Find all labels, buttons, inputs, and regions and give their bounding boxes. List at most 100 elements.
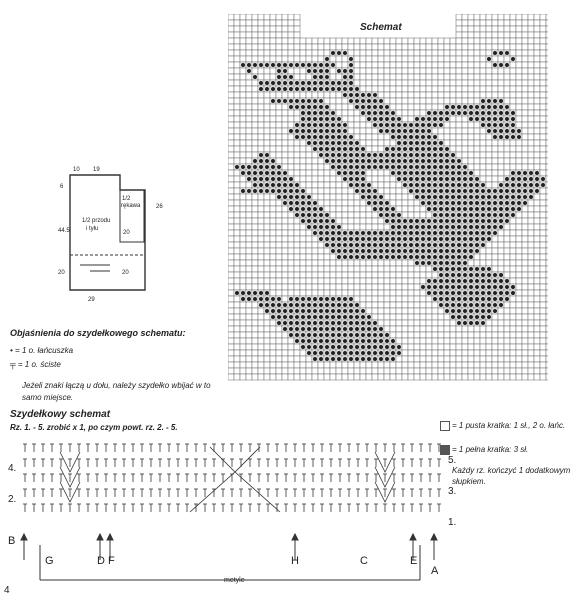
chart-cell	[377, 61, 385, 69]
chart-cell	[503, 301, 511, 309]
filled-cell-dot	[355, 99, 359, 103]
filled-cell-dot	[415, 243, 419, 247]
chart-cell	[455, 55, 463, 63]
filled-cell-dot	[475, 111, 479, 115]
chart-cell	[275, 157, 283, 165]
chart-cell	[353, 277, 361, 285]
filled-cell-dot	[451, 231, 455, 235]
filled-cell-dot	[343, 93, 347, 97]
chart-cell	[485, 139, 493, 147]
filled-cell-dot	[331, 63, 335, 67]
chart-cell	[431, 367, 439, 375]
filled-cell-dot	[265, 183, 269, 187]
filled-cell-dot	[403, 219, 407, 223]
chart-cell	[419, 319, 427, 327]
chart-cell	[251, 253, 259, 261]
filled-cell-dot	[433, 225, 437, 229]
row-label-1: 1.	[448, 517, 457, 528]
filled-cell-dot	[397, 243, 401, 247]
chart-cell	[341, 187, 349, 195]
chart-cell	[479, 133, 487, 141]
chart-cell	[473, 67, 481, 75]
chart-cell	[287, 55, 295, 63]
chart-cell	[443, 343, 451, 351]
chart-cell	[305, 49, 313, 57]
chart-cell	[347, 265, 355, 273]
filled-cell-dot	[457, 111, 461, 115]
chart-cell	[335, 175, 343, 183]
filled-cell-dot	[307, 225, 311, 229]
chart-cell	[257, 91, 265, 99]
chart-cell	[467, 139, 475, 147]
chart-cell	[329, 205, 337, 213]
chart-cell	[545, 61, 553, 69]
chart-cell	[545, 163, 553, 171]
chart-cell	[233, 241, 241, 249]
filled-cell-dot	[325, 357, 329, 361]
filled-cell-dot	[289, 207, 293, 211]
chart-cell	[269, 247, 277, 255]
filled-cell-dot	[349, 141, 353, 145]
chart-cell	[233, 91, 241, 99]
filled-cell-dot	[337, 351, 341, 355]
chart-cell	[377, 85, 385, 93]
chart-cell	[401, 55, 409, 63]
filled-cell-dot	[427, 219, 431, 223]
chart-cell	[461, 97, 469, 105]
filled-cell-dot	[475, 291, 479, 295]
filled-cell-dot	[505, 123, 509, 127]
filled-cell-dot	[361, 321, 365, 325]
filled-cell-dot	[463, 201, 467, 205]
filled-cell-dot	[361, 255, 365, 259]
chart-cell	[383, 361, 391, 369]
chart-cell	[497, 175, 505, 183]
chart-cell	[239, 13, 247, 21]
filled-cell-dot	[307, 81, 311, 85]
filled-cell-dot	[511, 135, 515, 139]
chart-cell	[545, 373, 553, 381]
chart-cell	[233, 109, 241, 117]
chart-cell	[233, 169, 241, 177]
filled-cell-dot	[505, 195, 509, 199]
chart-cell	[401, 361, 409, 369]
chart-cell	[521, 79, 529, 87]
filled-cell-dot	[433, 117, 437, 121]
filled-cell-dot	[319, 231, 323, 235]
chart-cell	[353, 79, 361, 87]
chart-cell	[353, 133, 361, 141]
chart-cell	[431, 73, 439, 81]
filled-cell-dot	[439, 219, 443, 223]
filled-cell-dot	[391, 117, 395, 121]
chart-cell	[515, 349, 523, 357]
filled-cell-dot	[319, 75, 323, 79]
filled-cell-dot	[451, 201, 455, 205]
chart-cell	[509, 271, 517, 279]
chart-cell	[365, 259, 373, 267]
chart-cell	[311, 91, 319, 99]
chart-cell	[509, 277, 517, 285]
chart-cell	[245, 259, 253, 267]
filled-cell-dot	[463, 189, 467, 193]
filled-cell-dot	[337, 303, 341, 307]
chart-cell	[263, 349, 271, 357]
chart-cell	[491, 349, 499, 357]
chart-cell	[431, 355, 439, 363]
filled-cell-dot	[421, 177, 425, 181]
filled-cell-dot	[451, 243, 455, 247]
chart-cell	[425, 325, 433, 333]
chart-cell	[263, 277, 271, 285]
chart-cell	[539, 361, 547, 369]
chart-cell	[461, 25, 469, 33]
filled-cell-dot	[463, 195, 467, 199]
chart-cell	[341, 109, 349, 117]
chart-cell	[281, 277, 289, 285]
chart-cell	[281, 151, 289, 159]
chart-cell	[425, 73, 433, 81]
chart-cell	[341, 259, 349, 267]
chart-cell	[341, 277, 349, 285]
filled-cell-dot	[505, 279, 509, 283]
filled-cell-dot	[283, 171, 287, 175]
chart-cell	[401, 199, 409, 207]
chart-cell	[491, 241, 499, 249]
chart-cell	[377, 139, 385, 147]
